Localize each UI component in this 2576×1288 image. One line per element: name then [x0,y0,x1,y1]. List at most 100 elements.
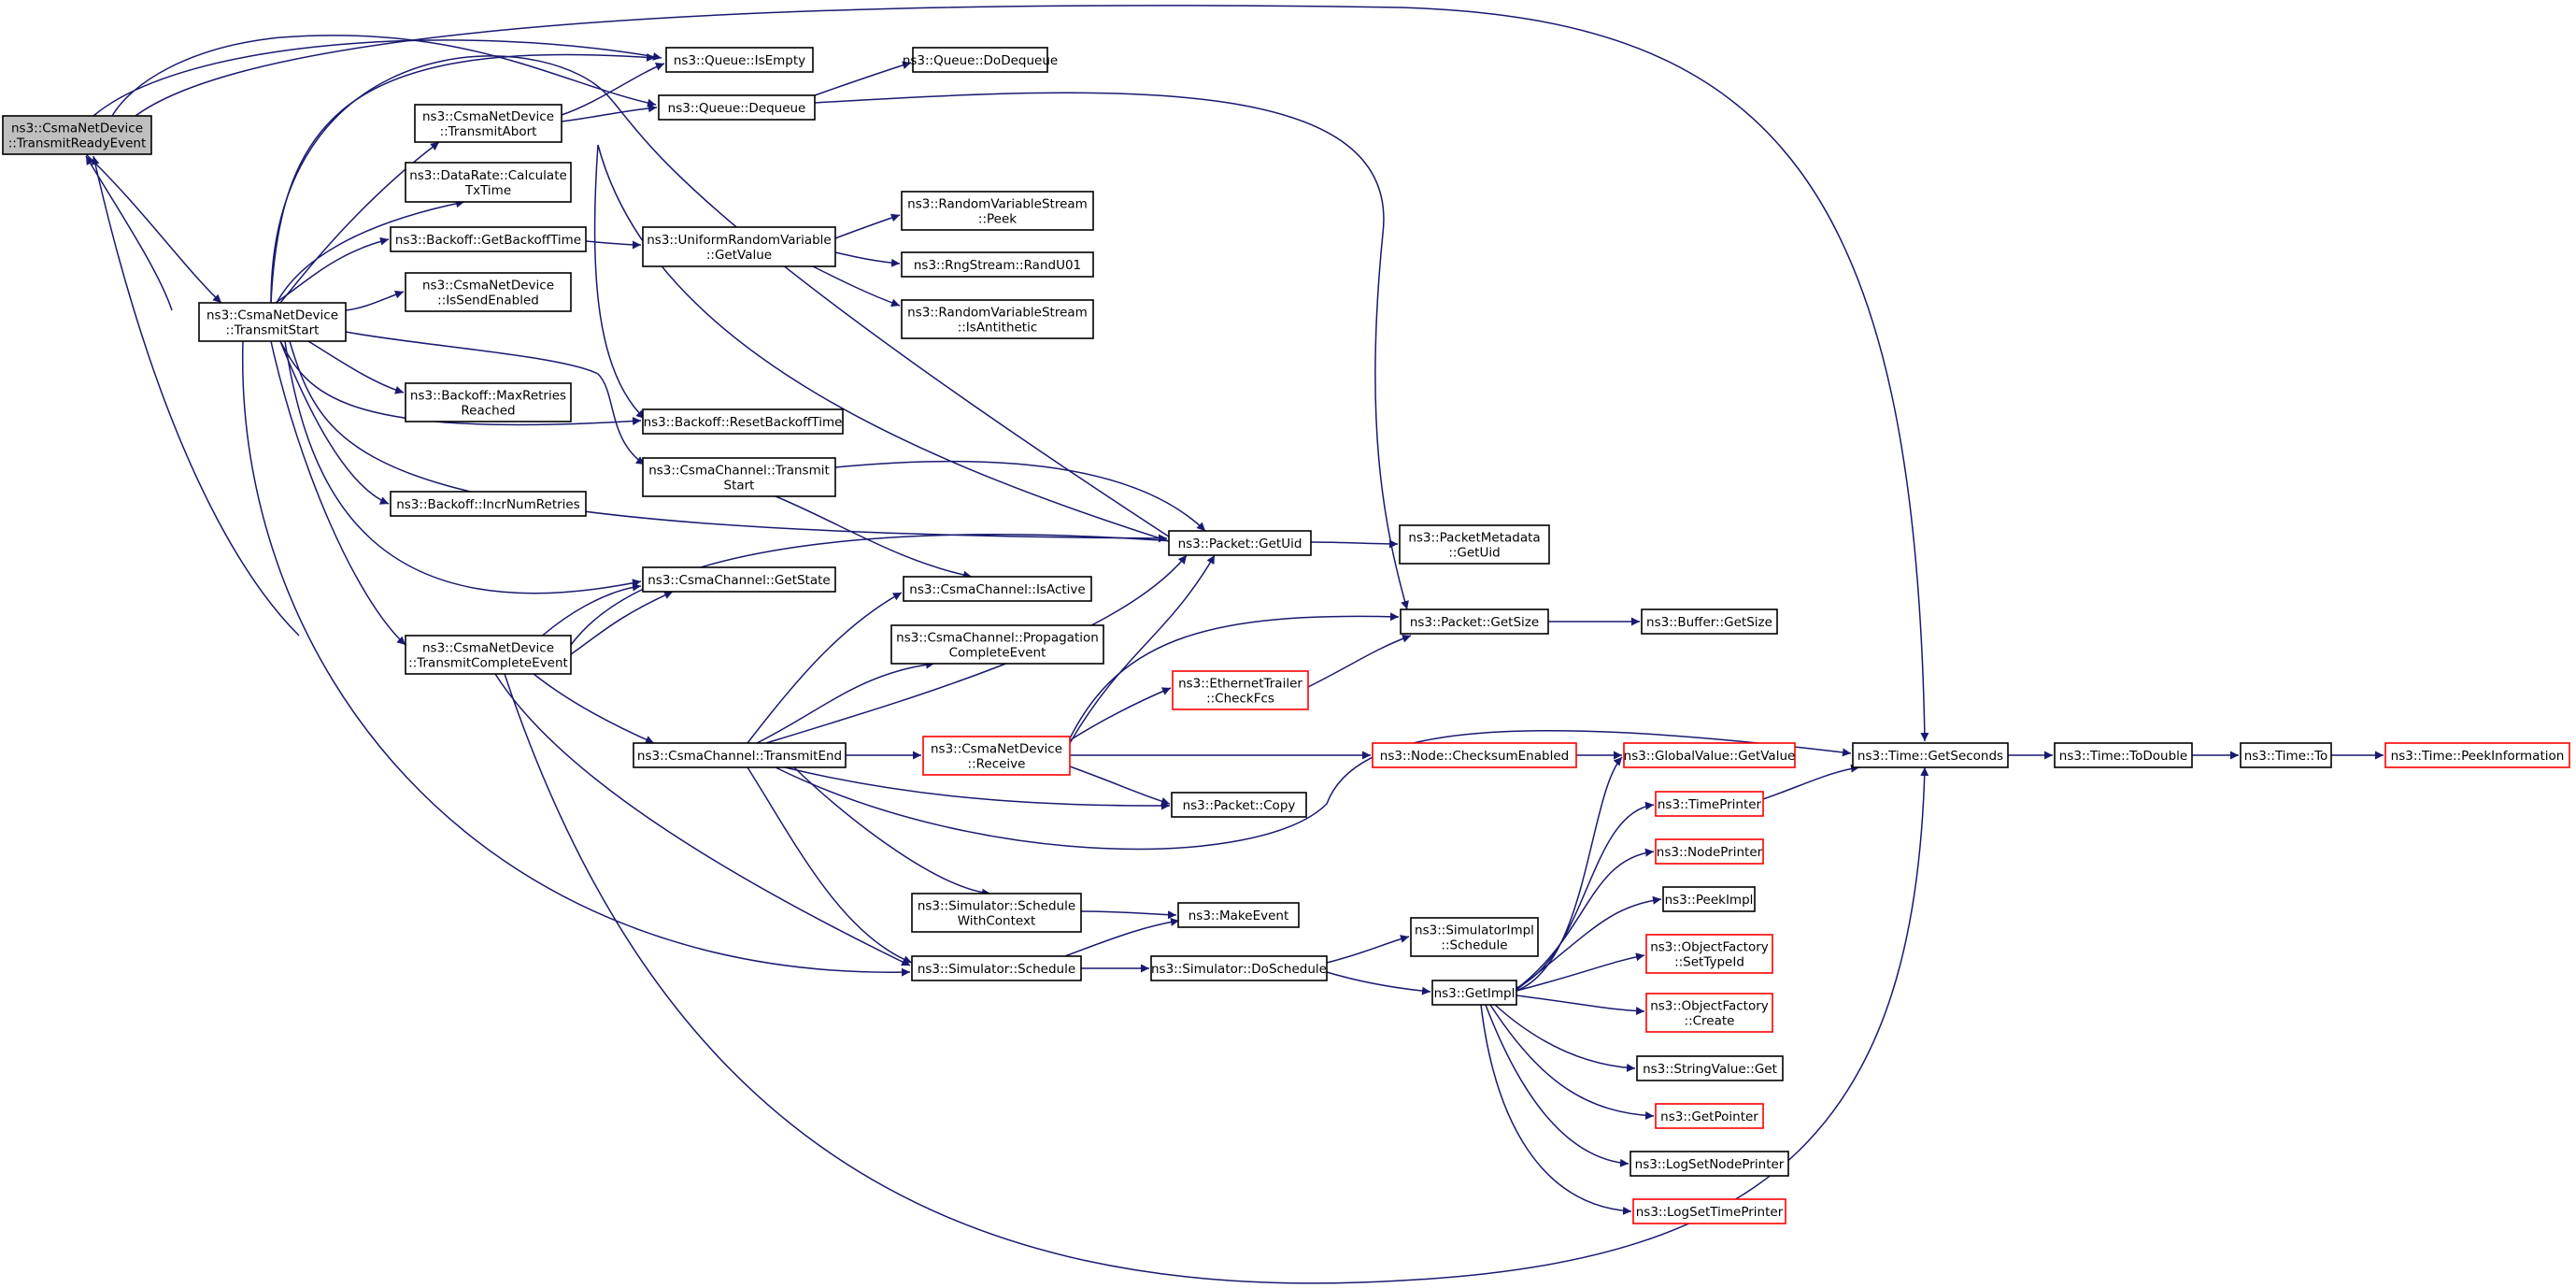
node-box[interactable] [405,272,572,312]
node-getPointer[interactable]: ns3::GetPointer [1655,1103,1764,1129]
node-box[interactable] [405,382,572,422]
node-box[interactable] [198,302,347,342]
node-box[interactable] [922,736,1071,776]
node-box[interactable] [1431,980,1517,1006]
node-box[interactable] [890,624,1104,665]
node-box[interactable] [1168,530,1312,556]
node-schedule[interactable]: ns3::Simulator::Schedule [911,955,1082,981]
node-nodePrinter[interactable]: ns3::NodePrinter [1655,838,1764,865]
node-box[interactable] [901,191,1094,231]
node-box[interactable] [642,457,836,497]
node-box[interactable] [901,251,1094,278]
node-box[interactable] [1177,902,1300,928]
node-box[interactable] [911,955,1082,981]
node-queueIsEmpty[interactable]: ns3::Queue::IsEmpty [665,47,814,73]
node-box[interactable] [665,47,814,73]
node-receive[interactable]: ns3::CsmaNetDevice::Receive [922,736,1071,776]
node-box[interactable] [2384,742,2570,768]
node-propagation[interactable]: ns3::CsmaChannel::PropagationCompleteEve… [890,624,1104,665]
node-getSize[interactable]: ns3::Packet::GetSize [1400,608,1549,635]
node-box[interactable] [2,115,152,155]
node-box[interactable] [2054,742,2193,768]
node-makeEvent[interactable]: ns3::MakeEvent [1177,902,1300,928]
node-box[interactable] [1852,742,2009,768]
node-box[interactable] [642,566,836,593]
node-globalGetValue[interactable]: ns3::GlobalValue::GetValue [1623,742,1796,768]
node-box[interactable] [642,226,836,267]
node-box[interactable] [901,299,1094,339]
node-resetBackoff[interactable]: ns3::Backoff::ResetBackoffTime [642,408,844,435]
node-box[interactable] [1623,742,1796,768]
node-box[interactable] [1645,934,1773,974]
node-box[interactable] [405,162,572,203]
node-rvsPeek[interactable]: ns3::RandomVariableStream::Peek [901,191,1094,231]
node-transmitComplete[interactable]: ns3::CsmaNetDevice::TransmitCompleteEven… [405,635,572,675]
node-box[interactable] [405,635,572,675]
node-box[interactable] [1372,742,1577,768]
node-peekImpl[interactable]: ns3::PeekImpl [1662,886,1756,912]
node-box[interactable] [1662,886,1756,912]
node-box[interactable] [1172,670,1309,710]
node-checksumEnabled[interactable]: ns3::Node::ChecksumEnabled [1372,742,1577,768]
node-box[interactable] [1399,524,1550,565]
node-box[interactable] [390,226,587,252]
node-getState[interactable]: ns3::CsmaChannel::GetState [642,566,836,593]
node-factoryCreate[interactable]: ns3::ObjectFactory::Create [1645,993,1773,1033]
node-randU01[interactable]: ns3::RngStream::RandU01 [901,251,1094,278]
node-metadataGetUid[interactable]: ns3::PacketMetadata::GetUid [1399,524,1550,565]
node-box[interactable] [1171,792,1307,818]
node-incrNumRetries[interactable]: ns3::Backoff::IncrNumRetries [390,491,587,517]
node-box[interactable] [1150,955,1328,981]
node-box[interactable] [633,742,847,768]
node-getBackoffTime[interactable]: ns3::Backoff::GetBackoffTime [390,226,587,252]
node-box[interactable] [390,491,587,517]
node-box[interactable] [912,47,1048,73]
node-getSeconds[interactable]: ns3::Time::GetSeconds [1852,742,2009,768]
node-box[interactable] [642,408,844,435]
node-implSchedule[interactable]: ns3::SimulatorImpl::Schedule [1410,917,1539,957]
node-box[interactable] [658,94,816,121]
node-box[interactable] [1632,1198,1786,1224]
node-box[interactable] [1655,791,1764,817]
node-uniformGetValue[interactable]: ns3::UniformRandomVariable::GetValue [642,226,836,267]
node-box[interactable] [1655,838,1764,865]
node-transmitReady[interactable]: ns3::CsmaNetDevice::TransmitReadyEvent [2,115,152,155]
node-isAntithetic[interactable]: ns3::RandomVariableStream::IsAntithetic [901,299,1094,339]
node-transmitAbort[interactable]: ns3::CsmaNetDevice::TransmitAbort [414,104,562,143]
node-box[interactable] [1410,917,1539,957]
node-copy[interactable]: ns3::Packet::Copy [1171,792,1307,818]
node-box[interactable] [414,104,562,143]
node-box[interactable] [1400,608,1549,635]
node-queueDoDequeue[interactable]: ns3::Queue::DoDequeue [903,47,1058,73]
node-logSetNode[interactable]: ns3::LogSetNodePrinter [1630,1151,1789,1177]
node-box[interactable] [1636,1055,1784,1081]
node-timeTo[interactable]: ns3::Time::To [2240,742,2332,768]
node-box[interactable] [2240,742,2332,768]
node-box[interactable] [1641,608,1778,635]
node-box[interactable] [1645,993,1773,1033]
node-getImpl[interactable]: ns3::GetImpl [1431,980,1517,1006]
node-checkFcs[interactable]: ns3::EthernetTrailer::CheckFcs [1172,670,1309,710]
node-peekInformation[interactable]: ns3::Time::PeekInformation [2384,742,2570,768]
node-stringGet[interactable]: ns3::StringValue::Get [1636,1055,1784,1081]
node-setTypeId[interactable]: ns3::ObjectFactory::SetTypeId [1645,934,1773,974]
node-logSetTime[interactable]: ns3::LogSetTimePrinter [1632,1198,1786,1224]
node-transmitStart[interactable]: ns3::CsmaNetDevice::TransmitStart [198,302,347,342]
node-getUid[interactable]: ns3::Packet::GetUid [1168,530,1312,556]
node-doSchedule[interactable]: ns3::Simulator::DoSchedule [1150,955,1328,981]
node-bufferGetSize[interactable]: ns3::Buffer::GetSize [1641,608,1778,635]
node-box[interactable] [911,893,1082,933]
node-isSendEnabled[interactable]: ns3::CsmaNetDevice::IsSendEnabled [405,272,572,312]
node-box[interactable] [903,576,1092,602]
node-box[interactable] [1630,1151,1789,1177]
node-queueDequeue[interactable]: ns3::Queue::Dequeue [658,94,816,121]
node-isActive[interactable]: ns3::CsmaChannel::IsActive [903,576,1092,602]
node-toDouble[interactable]: ns3::Time::ToDouble [2054,742,2193,768]
node-box[interactable] [1655,1103,1764,1129]
node-channelTransmitStart[interactable]: ns3::CsmaChannel::TransmitStart [642,457,836,497]
node-timePrinter[interactable]: ns3::TimePrinter [1655,791,1764,817]
node-transmitEnd[interactable]: ns3::CsmaChannel::TransmitEnd [633,742,847,768]
